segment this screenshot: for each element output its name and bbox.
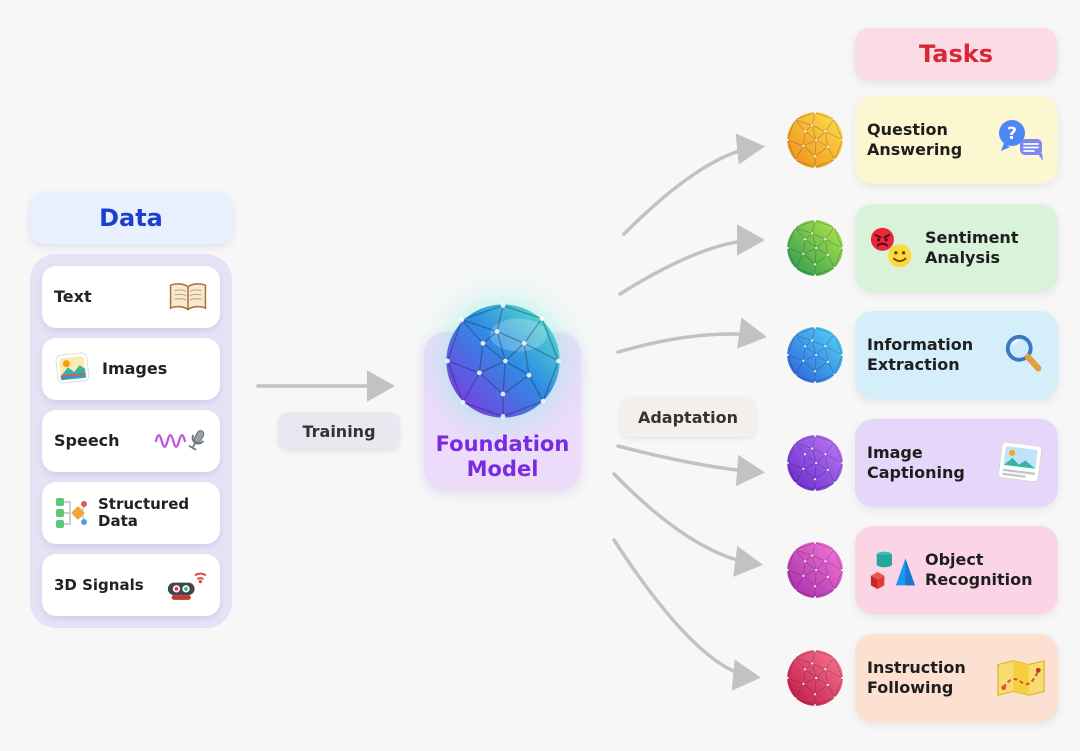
foundation-model-box: Foundation Model (424, 302, 581, 490)
tasks-panel-title: Tasks (855, 28, 1057, 80)
task-row-question-answering: Question Answering ? (786, 95, 1058, 185)
emoji-faces-icon (870, 227, 912, 268)
photo-stack-icon (55, 352, 90, 384)
question-answering-sphere-icon (786, 111, 844, 169)
instruction-following-sphere-icon (786, 649, 844, 707)
data-title-text: Data (99, 204, 163, 232)
arrow-to-object-recognition (612, 472, 763, 577)
training-label: Training (278, 412, 400, 450)
task-row-information-extraction: Information Extraction (786, 310, 1058, 400)
training-label-text: Training (302, 421, 376, 441)
data-item-structured-data: Structured Data (42, 482, 220, 544)
data-panel-title: Data (30, 192, 232, 244)
task-box-object-recognition: Object Recognition (855, 526, 1058, 614)
magnifier-icon (1005, 334, 1042, 372)
robot-wifi-icon (167, 572, 207, 600)
data-item-label: 3D Signals (54, 575, 144, 594)
photo-card-icon (998, 441, 1043, 483)
svg-text:?: ? (1007, 124, 1017, 144)
tasks-title-text: Tasks (918, 40, 993, 68)
task-box-question-answering: Question Answering ? (855, 96, 1058, 184)
foundation-model-sphere-icon (443, 302, 562, 420)
task-label: Instruction Following (867, 658, 966, 697)
arrow-to-image-captioning (616, 444, 765, 487)
task-label: Object Recognition (925, 550, 1033, 589)
task-box-information-extraction: Information Extraction (855, 311, 1058, 399)
task-row-instruction-following: Instruction Following (786, 633, 1058, 723)
arrow-to-sentiment-analysis (618, 224, 765, 296)
map-route-icon (997, 660, 1045, 696)
task-label: Sentiment Analysis (925, 228, 1019, 267)
flowchart-icon (56, 498, 87, 528)
data-item-images: Images (42, 338, 220, 400)
adaptation-label-text: Adaptation (637, 407, 739, 427)
task-row-object-recognition: Object Recognition (786, 525, 1058, 615)
data-item-3d-signals: 3D Signals (42, 554, 220, 616)
foundation-model-label: Foundation Model (435, 431, 570, 481)
task-label: Information Extraction (867, 335, 974, 374)
arrow-to-question-answering (622, 133, 765, 236)
sentiment-analysis-sphere-icon (786, 219, 844, 277)
data-item-speech: Speech (42, 410, 220, 472)
arrow-to-information-extraction (616, 317, 767, 354)
task-row-sentiment-analysis: Sentiment Analysis (786, 203, 1058, 293)
task-box-sentiment-analysis: Sentiment Analysis (855, 204, 1058, 292)
data-item-label: Structured Data (98, 495, 190, 530)
adaptation-label: Adaptation (620, 397, 756, 437)
task-label: Image Captioning (867, 443, 965, 482)
task-row-image-captioning: Image Captioning (786, 418, 1058, 508)
waveform-microphone-icon (154, 430, 205, 451)
3d-shapes-icon (870, 551, 915, 590)
task-label: Question Answering (867, 120, 963, 159)
arrow-to-instruction-following (612, 538, 761, 691)
data-item-text: Text (42, 266, 220, 328)
data-panel: Text Images Speech (30, 254, 232, 628)
data-item-label: Images (102, 359, 168, 379)
task-box-image-captioning: Image Captioning (855, 419, 1058, 507)
question-bubble-icon: ? (999, 120, 1043, 161)
information-extraction-sphere-icon (786, 326, 844, 384)
task-box-instruction-following: Instruction Following (855, 634, 1058, 722)
data-item-label: Speech (54, 431, 120, 451)
image-captioning-sphere-icon (786, 434, 844, 492)
book-icon (169, 282, 207, 311)
object-recognition-sphere-icon (786, 541, 844, 599)
data-item-label: Text (54, 287, 92, 307)
